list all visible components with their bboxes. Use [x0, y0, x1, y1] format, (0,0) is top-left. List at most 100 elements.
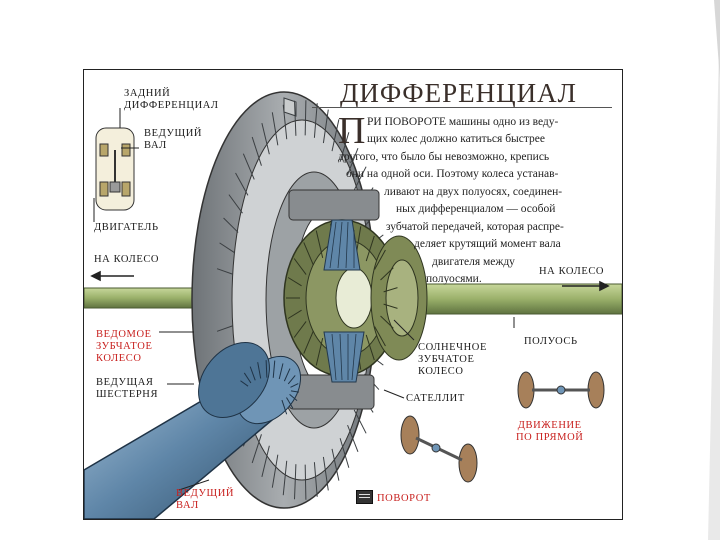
differential-illustration — [84, 91, 622, 519]
label-line: ЗУБЧАТОЕ — [418, 354, 475, 365]
turn-wheels — [400, 415, 478, 483]
left-arrow — [90, 270, 134, 282]
gear-tooth — [322, 109, 329, 144]
label-driven-gear: ВЕДОМОЕ ЗУБЧАТОЕ КОЛЕСО — [96, 329, 153, 365]
gear-tooth — [294, 464, 297, 500]
gear-tooth — [331, 119, 340, 152]
gear-tooth — [380, 315, 394, 329]
gear-tooth — [380, 267, 394, 281]
label-straight-motion: ДВИЖЕНИЕ ПО ПРЯМОЙ — [516, 420, 583, 444]
gear-tooth — [243, 372, 252, 384]
gear-tooth — [304, 100, 307, 136]
gear-tooth — [265, 360, 268, 378]
label-drive-shaft-bottom: ВЕДУЩИЙ ВАЛ — [176, 488, 234, 512]
right-half-axle — [388, 283, 622, 315]
gear-tooth — [294, 100, 297, 136]
label-engine: ДВИГАТЕЛЬ — [94, 222, 159, 233]
gear-tooth — [322, 456, 329, 491]
label-line: ДВИЖЕНИЕ — [517, 420, 582, 431]
gear-tooth — [272, 360, 276, 378]
gear-tooth — [293, 258, 307, 275]
label-line: ДИФФЕРЕНЦИАЛ — [124, 100, 219, 111]
gear-tooth — [353, 409, 367, 434]
gear-tooth — [223, 217, 239, 233]
label-line: КОЛЕСО — [418, 366, 464, 377]
gear-tooth — [251, 136, 262, 166]
gear-tooth — [282, 104, 288, 140]
gear-tooth — [347, 147, 359, 176]
straight-motion-wheels — [517, 371, 605, 409]
gear-tooth — [293, 321, 307, 338]
gear-tooth — [281, 399, 288, 415]
gear-tooth — [261, 122, 270, 155]
drive-shaft — [84, 341, 302, 519]
gear-tooth — [365, 235, 375, 262]
gear-tooth — [353, 166, 367, 191]
gear-tooth — [271, 112, 279, 146]
intro-line: щих колес должно катиться быстрее — [367, 133, 546, 145]
gear-tooth — [339, 132, 350, 162]
title-rule — [312, 107, 612, 108]
gear-tooth — [374, 249, 386, 270]
gear-tooth — [289, 394, 298, 402]
gear-tooth — [313, 462, 318, 497]
gear-tooth — [283, 368, 291, 382]
intro-line: другого, что было бы невозможно, крепись — [338, 151, 550, 163]
intro-line: РИ ПОВОРОТЕ машины одно из веду- — [367, 116, 559, 128]
gear-tooth — [261, 445, 270, 478]
label-line: ВАЛ — [176, 500, 199, 511]
gear-tooth — [257, 362, 262, 379]
gear-tooth — [240, 380, 249, 387]
gear-tooth — [219, 242, 236, 254]
label-line: КОЛЕСО — [96, 353, 142, 364]
gear-tooth — [313, 103, 318, 138]
label-satellite: САТЕЛЛИТ — [406, 393, 465, 404]
gear-tooth — [242, 153, 255, 180]
gear-tooth — [249, 366, 256, 381]
gear-tooth — [290, 383, 299, 388]
label-rear-differential: ЗАДНИЙ ДИФФЕРЕНЦИАЛ — [124, 88, 219, 112]
gear-tooth — [251, 434, 262, 464]
gear-tooth — [287, 277, 302, 287]
label-line: СОЛНЕЧНОЕ — [418, 342, 487, 353]
gear-tooth — [216, 325, 234, 332]
label-drive-shaft-top: ВЕДУЩИЙ ВАЛ — [144, 128, 202, 152]
label-sun-gear: СОЛНЕЧНОЕ ЗУБЧАТОЕ КОЛЕСО — [418, 342, 487, 378]
label-to-wheel-right: НА КОЛЕСО — [539, 266, 605, 277]
page-corner-decoration — [708, 0, 720, 540]
gear-tooth — [286, 397, 294, 409]
gear-tooth — [383, 287, 398, 293]
gear-tooth — [271, 454, 279, 488]
gear-tooth — [374, 326, 386, 347]
gear-tooth — [287, 375, 296, 385]
gear-tooth — [235, 172, 249, 196]
gear-tooth — [383, 303, 398, 309]
label-line: ВЕДУЩАЯ — [96, 377, 154, 388]
turn-icon — [356, 490, 373, 504]
label-drive-pinion: ВЕДУЩАЯ ШЕСТЕРНЯ — [96, 377, 158, 401]
label-half-axle: ПОЛУОСЬ — [524, 336, 578, 347]
intro-line: зубчатой передачей, которая распре- — [386, 221, 564, 233]
gear-tooth — [290, 390, 300, 393]
gear-tooth — [216, 268, 234, 275]
intro-line: ных дифференциалом — особой — [396, 203, 556, 215]
drive-pinion-teeth — [240, 360, 300, 415]
label-line: ВЕДУЩИЙ — [144, 128, 203, 139]
gear-tooth — [331, 448, 340, 481]
page-title: ДИФФЕРЕНЦИАЛ — [340, 78, 577, 108]
intro-line: они на одной оси. Поэтому колеса устанав… — [346, 168, 559, 180]
gear-tooth — [365, 334, 375, 361]
intro-line: двигателя между — [432, 256, 515, 268]
label-line: ВЕДУЩИЙ — [176, 488, 235, 499]
car-top-view-icon — [95, 127, 135, 211]
gear-tooth — [228, 194, 243, 214]
intro-line: полуосями. — [426, 273, 482, 285]
gear-tooth — [287, 309, 302, 319]
gear-tooth — [315, 338, 324, 366]
label-line: ВАЛ — [144, 140, 167, 151]
label-line: ШЕСТЕРНЯ — [96, 389, 159, 400]
right-arrow — [562, 280, 610, 292]
gear-tooth — [347, 424, 359, 453]
label-to-wheel-left: НА КОЛЕСО — [94, 254, 160, 265]
gear-tooth — [339, 438, 350, 468]
